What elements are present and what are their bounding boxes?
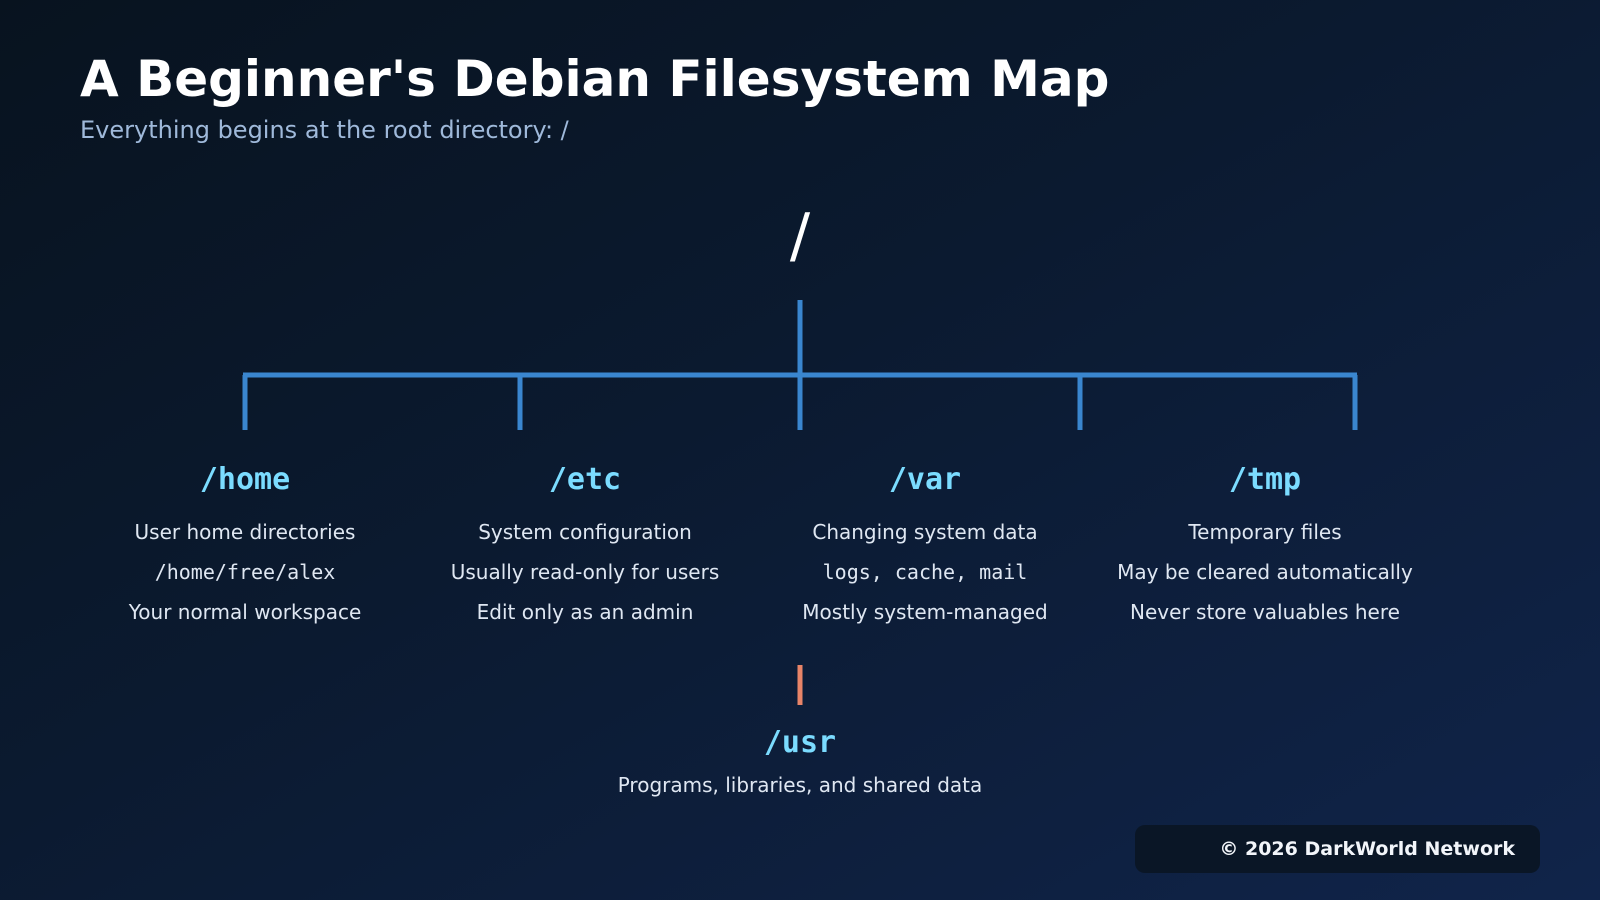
directory-note: Your normal workspace — [128, 600, 362, 624]
root-directory-label: / — [789, 201, 811, 271]
directory-name: /var — [888, 462, 962, 497]
directory-note: System configuration — [478, 520, 692, 544]
directory-name: /home — [199, 462, 291, 497]
branch-usr: /usr Programs, libraries, and shared dat… — [500, 723, 1100, 805]
directory-name: /usr — [763, 725, 837, 760]
page-subtitle: Everything begins at the root directory:… — [80, 116, 569, 144]
directory-name: /etc — [548, 462, 622, 497]
directory-note: Changing system data — [812, 520, 1038, 544]
directory-note: Never store valuables here — [1130, 600, 1400, 624]
branch-etc: /etc System configuration Usually read-o… — [425, 460, 745, 632]
directory-note: Temporary files — [1188, 520, 1342, 544]
directory-note: Programs, libraries, and shared data — [617, 773, 983, 797]
directory-note: /home/free/alex — [154, 560, 336, 584]
directory-note: Usually read-only for users — [450, 560, 720, 584]
directory-note: Mostly system-managed — [802, 600, 1048, 624]
directory-note: logs, cache, mail — [822, 560, 1028, 584]
copyright-badge: © 2026 DarkWorld Network — [1135, 825, 1540, 873]
branch-tmp: /tmp Temporary files May be cleared auto… — [1105, 460, 1425, 632]
directory-note: Edit only as an admin — [476, 600, 694, 624]
directory-note: User home directories — [134, 520, 356, 544]
directory-note: May be cleared automatically — [1117, 560, 1413, 584]
directory-name: /tmp — [1228, 462, 1302, 497]
branch-home: /home User home directories /home/free/a… — [85, 460, 405, 632]
page-title: A Beginner's Debian Filesystem Map — [80, 50, 1110, 108]
branch-var: /var Changing system data logs, cache, m… — [765, 460, 1085, 632]
